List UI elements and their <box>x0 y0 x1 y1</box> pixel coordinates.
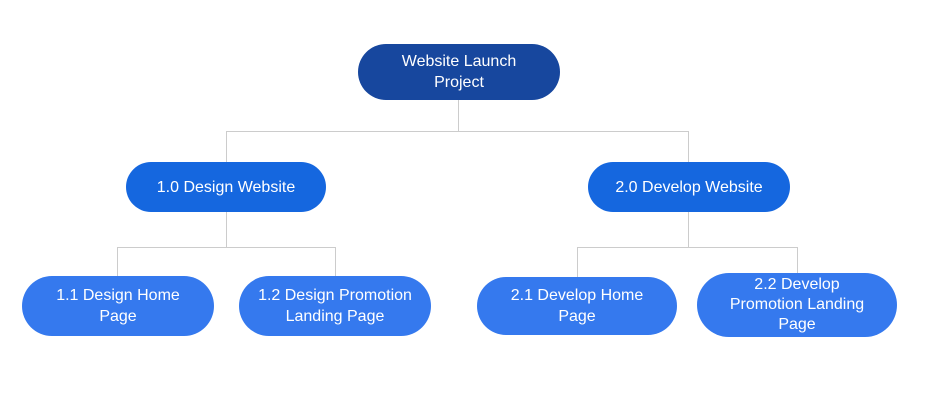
wbs-node-design-website: 1.0 Design Website <box>126 162 326 212</box>
wbs-node-root-label: Website Launch Project <box>401 53 517 91</box>
connector-to-develop-home <box>577 247 578 277</box>
wbs-node-design-home-page-label: 1.1 Design Home Page <box>56 287 180 325</box>
wbs-node-develop-website-label: 2.0 Develop Website <box>615 178 763 196</box>
connector-develop-crossbar <box>577 247 797 248</box>
connector-level1-crossbar <box>226 131 689 132</box>
connector-to-develop-promo <box>797 247 798 273</box>
connector-develop-stem <box>688 212 689 247</box>
connector-design-crossbar <box>117 247 335 248</box>
wbs-node-develop-website: 2.0 Develop Website <box>588 162 790 212</box>
wbs-node-design-website-label: 1.0 Design Website <box>156 178 296 196</box>
connector-to-design-home <box>117 247 118 276</box>
connector-design-stem <box>226 212 227 247</box>
wbs-node-root: Website Launch Project <box>358 44 560 100</box>
wbs-node-develop-promotion-landing-page: 2.2 Develop Promotion Landing Page <box>697 273 897 337</box>
wbs-node-design-promotion-landing-page-label: 1.2 Design Promotion Landing Page <box>258 287 412 325</box>
connector-to-design <box>226 131 227 162</box>
wbs-node-develop-promotion-landing-page-label: 2.2 Develop Promotion Landing Page <box>729 276 865 333</box>
wbs-node-develop-home-page-label: 2.1 Develop Home Page <box>510 287 644 325</box>
connector-to-design-promo <box>335 247 336 276</box>
wbs-node-design-home-page: 1.1 Design Home Page <box>22 276 214 336</box>
wbs-node-develop-home-page: 2.1 Develop Home Page <box>477 277 677 335</box>
wbs-node-design-promotion-landing-page: 1.2 Design Promotion Landing Page <box>239 276 431 336</box>
connector-root-stem <box>458 100 459 131</box>
connector-to-develop <box>688 131 689 162</box>
